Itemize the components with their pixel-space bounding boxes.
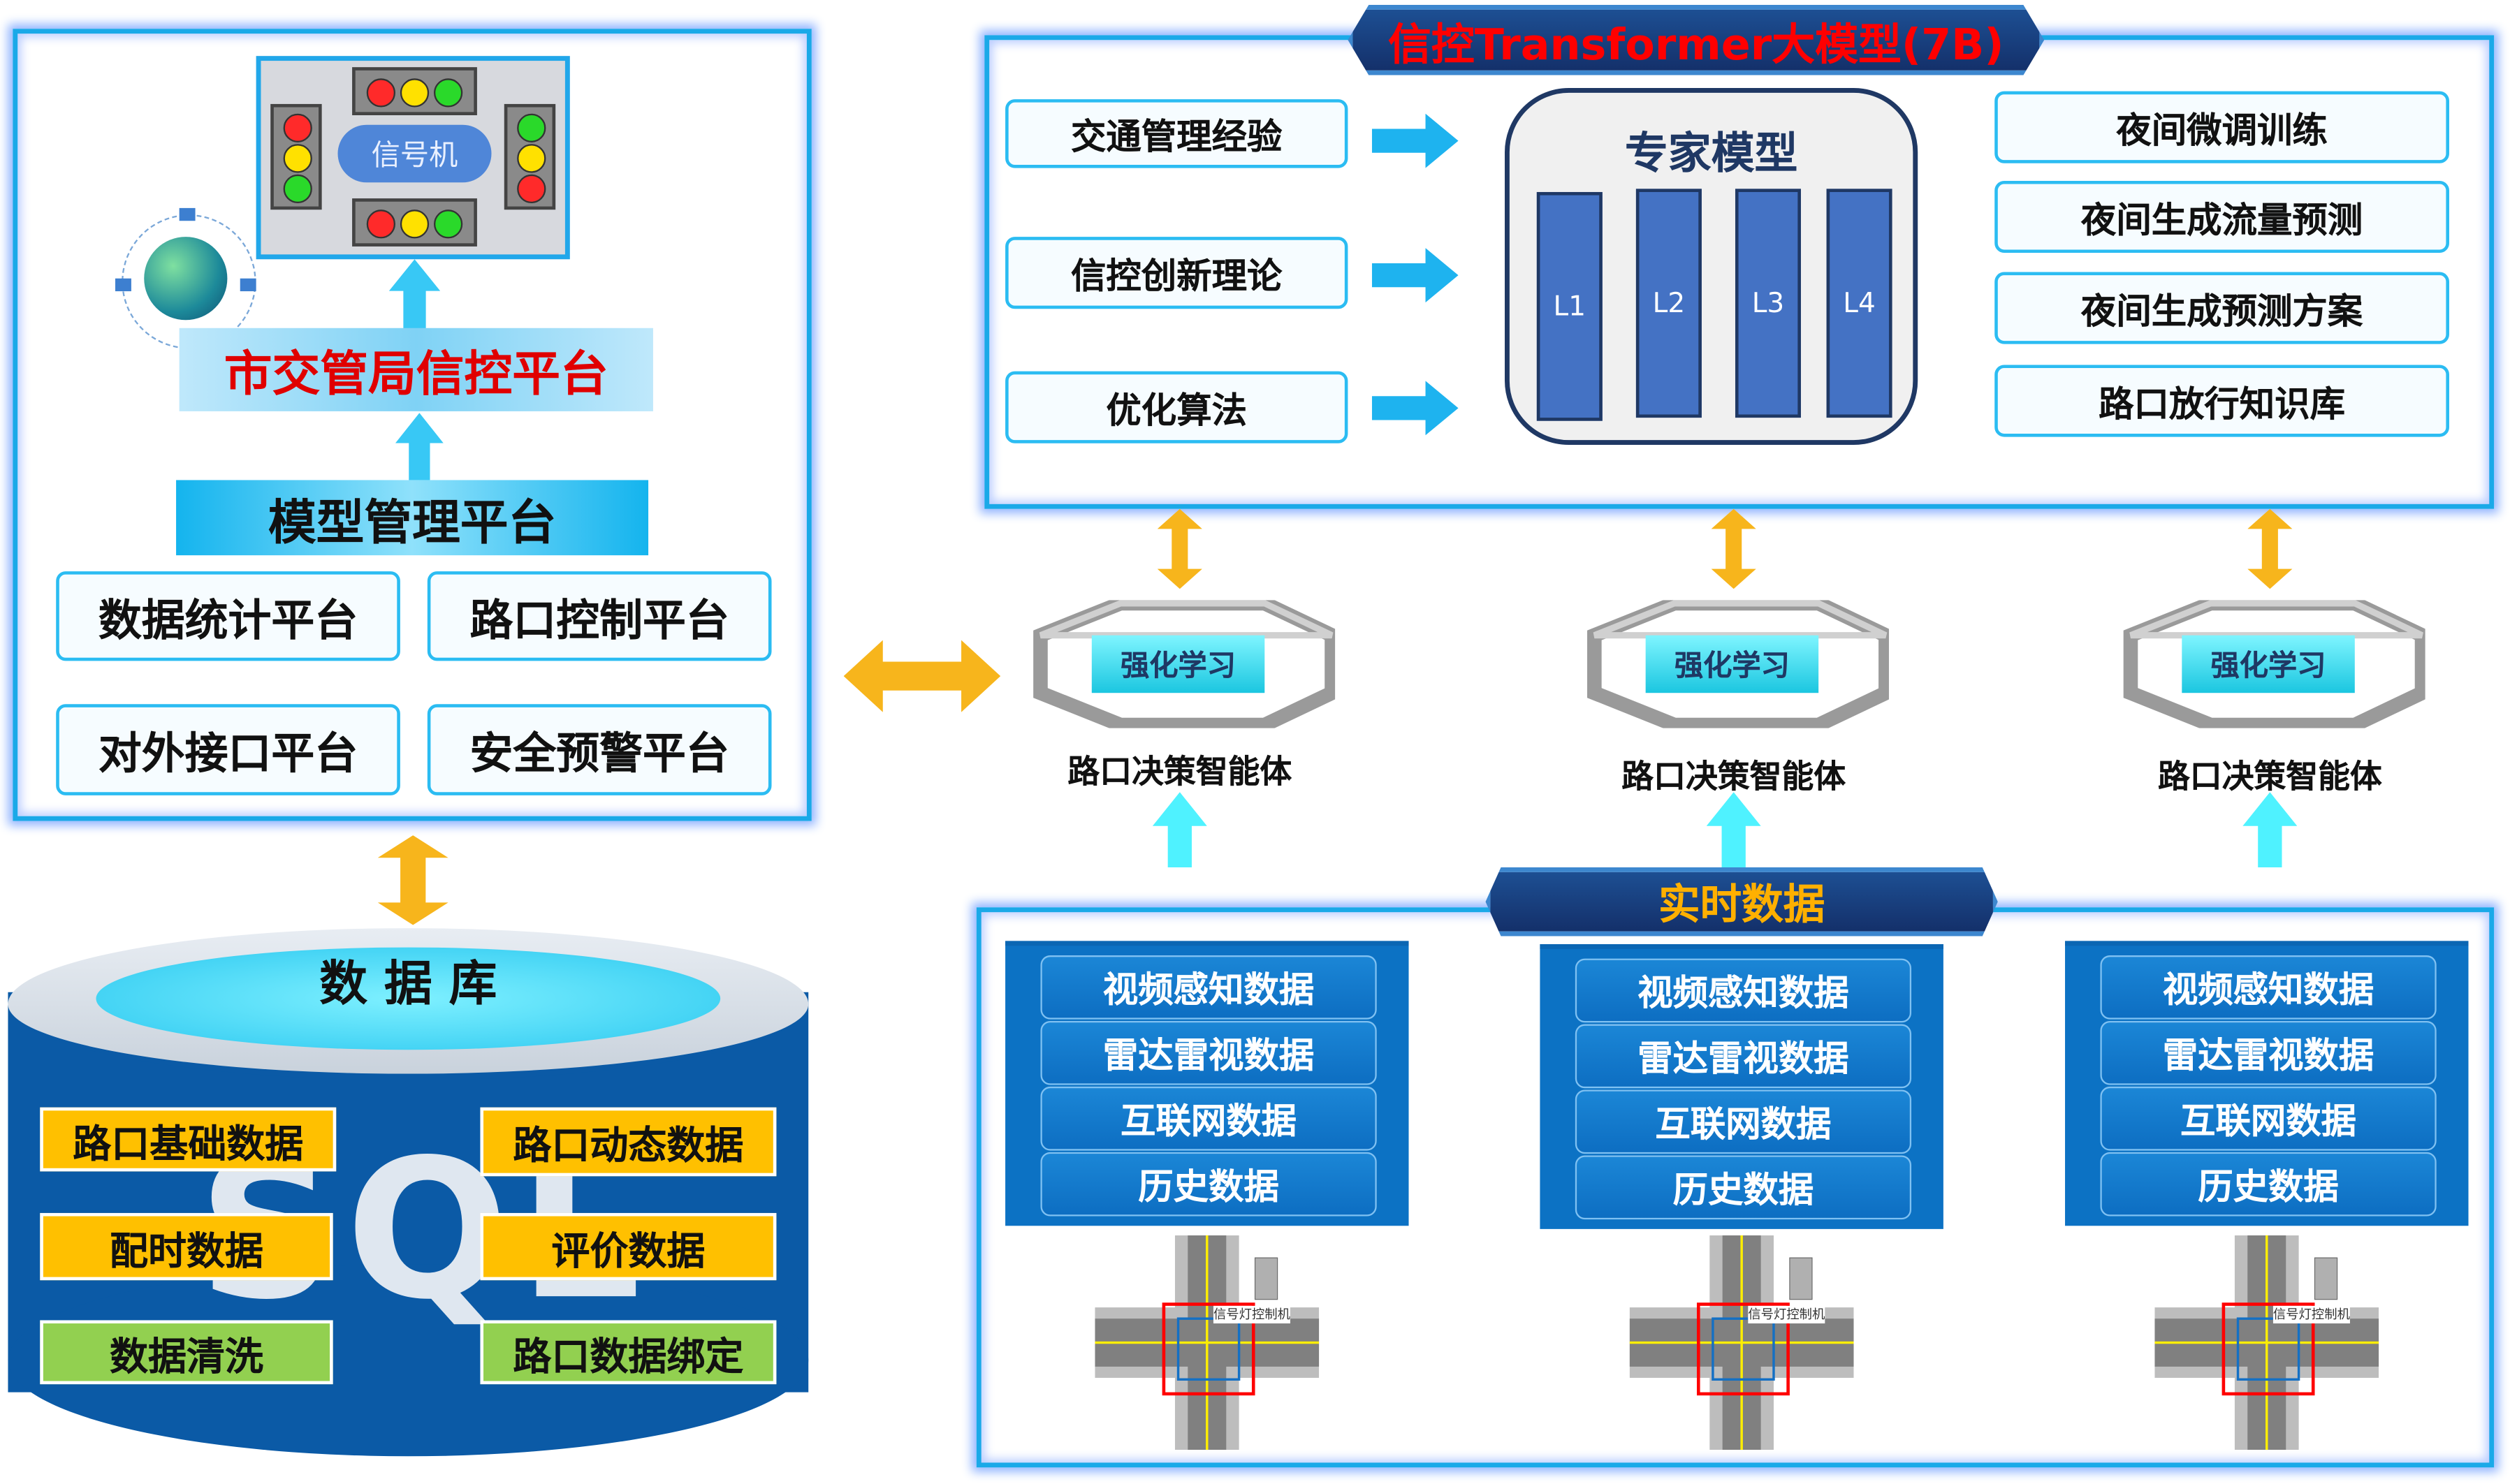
- realtime-data-row: 互联网数据: [1040, 1086, 1377, 1151]
- realtime-data-row: 视频感知数据: [1575, 958, 1912, 1023]
- platform-external-interface: 对外接口平台: [56, 704, 400, 795]
- intersection-agent-label: 路口决策智能体: [2157, 756, 2382, 795]
- double-arrow-horizontal-icon: [843, 640, 1001, 712]
- double-arrow-vertical-icon: [2247, 508, 2293, 589]
- signal-controller-label: 信号灯控制机: [2272, 1305, 2350, 1324]
- double-arrow-vertical-icon: [377, 835, 448, 925]
- intersection-map-image: [1095, 1235, 1320, 1450]
- realtime-data-column: 视频感知数据雷达雷视数据互联网数据历史数据: [1005, 941, 1409, 1226]
- realtime-data-row: 历史数据: [2100, 1152, 2437, 1217]
- signal-controller-label: 信号灯控制机: [1748, 1305, 1825, 1324]
- realtime-data-row: 雷达雷视数据: [1575, 1024, 1912, 1089]
- signal-machine-label: 信号机: [337, 124, 492, 183]
- reinforcement-learning-label: 强化学习: [1091, 635, 1265, 693]
- input-signal-innovation-theory: 信控创新理论: [1005, 237, 1348, 309]
- realtime-data-column: 视频感知数据雷达雷视数据互联网数据历史数据: [1540, 943, 1943, 1229]
- layer-l2: L2: [1635, 189, 1702, 418]
- output-night-flow-prediction: 夜间生成流量预测: [1994, 180, 2449, 254]
- reinforcement-learning-label: 强化学习: [2182, 635, 2355, 693]
- db-item-intersection-dynamic-data: 路口动态数据: [480, 1107, 777, 1177]
- realtime-data-row: 历史数据: [1040, 1152, 1377, 1217]
- double-arrow-vertical-icon: [1711, 508, 1756, 589]
- intersection-agent-label: 路口决策智能体: [1067, 752, 1292, 791]
- reinforcement-learning-label: 强化学习: [1645, 635, 1819, 693]
- large-model-title: 信控Transformer大模型(7B): [1348, 4, 2045, 75]
- output-night-prediction-plan: 夜间生成预测方案: [1994, 272, 2449, 344]
- realtime-data-row: 历史数据: [1575, 1155, 1912, 1220]
- db-item-timing-data: 配时数据: [40, 1212, 333, 1281]
- db-item-evaluation-data: 评价数据: [480, 1212, 777, 1281]
- signal-controller-label: 信号灯控制机: [1213, 1305, 1290, 1324]
- realtime-data-row: 雷达雷视数据: [2100, 1020, 2437, 1085]
- db-item-data-cleaning: 数据清洗: [40, 1320, 333, 1385]
- up-arrow-icon: [2242, 792, 2298, 867]
- up-arrow-icon: [1706, 792, 1761, 867]
- database-title: 数 据 库: [319, 957, 497, 1013]
- expert-model: 专家模型 L1 L2 L3 L4: [1505, 88, 1918, 446]
- expert-model-title: 专家模型: [1624, 129, 1798, 179]
- city-signal-platform-banner: 市交管局信控平台: [179, 328, 653, 411]
- intersection-map-image: [1629, 1235, 1854, 1450]
- layer-l1: L1: [1536, 191, 1603, 421]
- platform-intersection-control: 路口控制平台: [427, 571, 772, 661]
- realtime-data-row: 互联网数据: [2100, 1086, 2437, 1151]
- up-arrow-icon: [1152, 792, 1207, 867]
- realtime-data-row: 视频感知数据: [1040, 955, 1377, 1020]
- platform-data-statistics: 数据统计平台: [56, 571, 400, 661]
- realtime-data-row: 互联网数据: [1575, 1089, 1912, 1154]
- realtime-data-row: 视频感知数据: [2100, 955, 2437, 1020]
- model-management-platform-banner: 模型管理平台: [176, 480, 649, 556]
- signal-machine: 信号机: [256, 56, 570, 260]
- realtime-data-title: 实时数据: [1485, 867, 1998, 936]
- realtime-data-row: 雷达雷视数据: [1040, 1020, 1377, 1085]
- input-optimization-algorithm: 优化算法: [1005, 371, 1348, 443]
- layer-l4: L4: [1826, 189, 1892, 418]
- output-night-finetuning: 夜间微调训练: [1994, 91, 2449, 163]
- input-traffic-management-experience: 交通管理经验: [1005, 99, 1348, 168]
- double-arrow-vertical-icon: [1157, 508, 1202, 589]
- platform-safety-warning: 安全预警平台: [427, 704, 772, 795]
- intersection-map-image: [2154, 1235, 2379, 1450]
- intersection-agent-label: 路口决策智能体: [1621, 756, 1846, 795]
- db-item-intersection-data-binding: 路口数据绑定: [480, 1320, 777, 1385]
- realtime-data-column: 视频感知数据雷达雷视数据互联网数据历史数据: [2065, 941, 2469, 1226]
- layer-l3: L3: [1735, 189, 1801, 418]
- output-intersection-knowledge-base: 路口放行知识库: [1994, 365, 2449, 437]
- db-item-intersection-base-data: 路口基础数据: [40, 1107, 337, 1172]
